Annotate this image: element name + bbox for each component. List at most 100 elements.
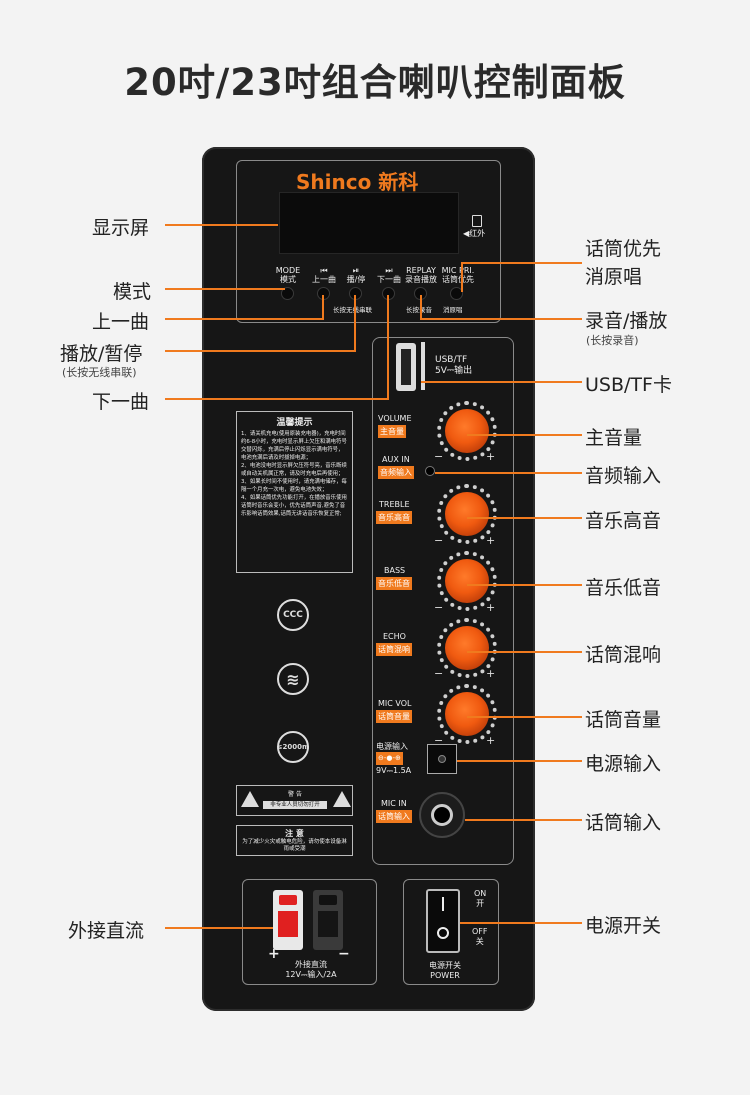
echo-knob[interactable] bbox=[445, 626, 489, 670]
red-body bbox=[278, 911, 298, 937]
leader-dc bbox=[165, 927, 273, 929]
aux-jack[interactable] bbox=[425, 466, 435, 476]
echo-cn: 话筒混响 bbox=[376, 643, 412, 656]
bass-knob[interactable] bbox=[445, 559, 489, 603]
warning-box: 警 告 非专业人员切勿打开 bbox=[236, 785, 353, 816]
callout-treble: 音乐高音 bbox=[585, 510, 662, 532]
volume-minus: − bbox=[434, 450, 444, 463]
black-body bbox=[318, 911, 338, 937]
leader-next-v bbox=[387, 295, 389, 400]
leader-treble bbox=[467, 517, 582, 519]
leader-next-h bbox=[165, 398, 388, 400]
black-clip bbox=[319, 895, 337, 905]
controls-frame bbox=[372, 337, 514, 865]
echo-plus: + bbox=[486, 667, 496, 680]
callout-echo: 话筒混响 bbox=[585, 644, 662, 666]
power-in-polarity: ⊖-●-⊕ bbox=[376, 752, 403, 765]
dc-terminal-red[interactable] bbox=[273, 890, 303, 950]
mic-jack[interactable] bbox=[419, 792, 465, 838]
callout-mode: 模式 bbox=[113, 281, 152, 303]
echo-minus: − bbox=[434, 667, 444, 680]
ir-sensor-icon bbox=[472, 215, 482, 227]
usb-slot bbox=[401, 349, 411, 385]
leader-rec-h bbox=[421, 318, 582, 320]
callout-rec-sub: (长按录音) bbox=[586, 334, 639, 347]
power-switch-frame bbox=[403, 879, 499, 985]
dc-plus: + bbox=[268, 946, 280, 962]
micvol-knob-ring bbox=[437, 684, 497, 744]
dc-caption: 外接直流 12V⎓输入/2A bbox=[285, 960, 337, 979]
leader-aux bbox=[435, 472, 582, 474]
micvol-plus: + bbox=[486, 734, 496, 747]
mode-button[interactable] bbox=[281, 287, 294, 300]
dc-jack-pin bbox=[438, 755, 446, 763]
callout-display: 显示屏 bbox=[92, 217, 150, 239]
notice-title: 温馨提示 bbox=[276, 418, 313, 428]
callout-prev: 上一曲 bbox=[92, 311, 150, 333]
callout-bass: 音乐低音 bbox=[585, 577, 662, 599]
volume-cn: 主音量 bbox=[378, 425, 406, 438]
treble-knob[interactable] bbox=[445, 492, 489, 536]
mic-pri-button[interactable] bbox=[450, 287, 463, 300]
micin-en: MIC IN bbox=[381, 799, 407, 808]
mic-pri-label: MIC PRI. 话筒优先 bbox=[441, 266, 475, 284]
leader-bass bbox=[467, 584, 582, 586]
callout-next: 下一曲 bbox=[92, 391, 150, 413]
ir-label: ◀红外 bbox=[463, 229, 486, 238]
micvol-en: MIC VOL bbox=[378, 699, 412, 708]
leader-rec-v bbox=[420, 295, 422, 320]
leader-power-in bbox=[457, 760, 582, 762]
rec-hint: 长按录音 bbox=[406, 306, 432, 314]
volume-knob[interactable] bbox=[445, 409, 489, 453]
leader-prev-v bbox=[322, 295, 324, 320]
caution-title: 注 意 bbox=[285, 829, 304, 838]
leader-power-sw bbox=[460, 922, 582, 924]
play-label: ⏯ 播/停 bbox=[346, 266, 366, 284]
leader-echo bbox=[467, 651, 582, 653]
callout-rec: 录音/播放 bbox=[585, 310, 668, 332]
power-in-rating: 9V⎓1.5A bbox=[376, 766, 412, 775]
power-switch[interactable] bbox=[426, 889, 460, 953]
switch-on-mark bbox=[442, 897, 444, 911]
switch-on-label: ON 开 bbox=[474, 889, 487, 908]
volume-plus: + bbox=[486, 450, 496, 463]
bass-plus: + bbox=[486, 601, 496, 614]
mic-jack-hole bbox=[431, 804, 453, 826]
top-frame bbox=[236, 160, 501, 323]
bt-hint: 长按无线串联 bbox=[333, 306, 372, 314]
tf-slot[interactable] bbox=[421, 342, 425, 390]
micvol-cn: 话筒音量 bbox=[376, 710, 412, 723]
switch-off-label: OFF 关 bbox=[472, 927, 488, 946]
micvol-knob[interactable] bbox=[445, 692, 489, 736]
dc-terminal-black[interactable] bbox=[313, 890, 343, 950]
callout-power-sw: 电源开关 bbox=[585, 915, 662, 937]
treble-minus: − bbox=[434, 534, 444, 547]
ccc-cert-icon: CCC bbox=[277, 599, 309, 631]
micvol-minus: − bbox=[434, 734, 444, 747]
warning-icon-right bbox=[333, 791, 351, 807]
vocal-hint: 消原唱 bbox=[443, 306, 463, 314]
callout-mic-pri: 话筒优先 消原唱 bbox=[585, 238, 662, 288]
aux-cn: 音频输入 bbox=[378, 466, 414, 479]
treble-knob-ring bbox=[437, 484, 497, 544]
bass-en: BASS bbox=[384, 566, 406, 575]
warning-icon-left bbox=[241, 791, 259, 807]
leader-mic-in bbox=[465, 819, 582, 821]
page-title: 20吋/23吋组合喇叭控制面板 bbox=[124, 61, 626, 104]
treble-en: TREBLE bbox=[379, 500, 410, 509]
caution-body: 为了减少火灾或触电危险，请勿使本设备淋雨或受潮 bbox=[242, 839, 347, 852]
prev-label: ⏮ 上一曲 bbox=[312, 266, 336, 284]
mode-label: MODE 模式 bbox=[275, 266, 301, 284]
display-screen bbox=[279, 192, 459, 254]
dc-jack[interactable] bbox=[427, 744, 457, 774]
leader-play-h bbox=[165, 350, 355, 352]
callout-mic-in: 话筒输入 bbox=[585, 812, 662, 834]
brand-logo: Shinco 新科 bbox=[296, 170, 419, 194]
treble-cn: 音乐高音 bbox=[376, 511, 412, 524]
tropical-cert-icon: ≋ bbox=[277, 663, 309, 695]
power-in-en: 电源输入 bbox=[376, 742, 408, 751]
callout-volume: 主音量 bbox=[585, 427, 643, 449]
bass-cn: 音乐低音 bbox=[376, 577, 412, 590]
leader-volume bbox=[467, 434, 582, 436]
micin-cn: 话筒输入 bbox=[376, 810, 412, 823]
